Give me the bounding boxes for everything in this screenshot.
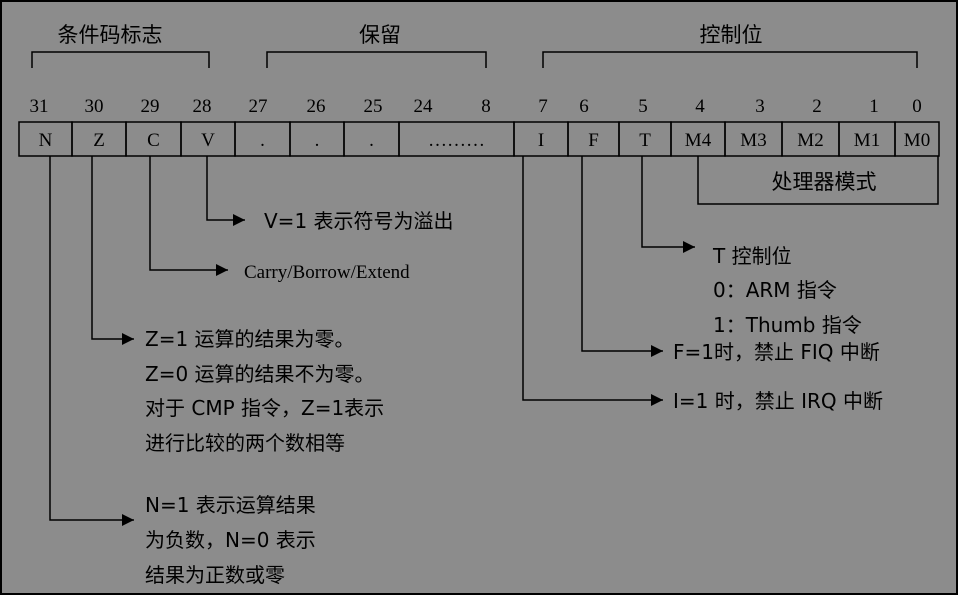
annotation-z-line: 进行比较的两个数相等 [145,431,345,455]
register-cell-label: I [538,130,544,151]
bit-number: 2 [812,96,822,117]
c-leader [149,156,228,276]
register-cell-label: ……… [428,130,485,151]
register-cell-label: T [639,130,651,151]
annotation-t: T 控制位 0：ARM 指令 1：Thumb 指令 [712,244,862,337]
annotation-t-line: 0：ARM 指令 [713,278,837,302]
bit-number: 1 [869,96,879,117]
annotation-c: Carry/Borrow/Extend [244,262,410,283]
bit-number: 28 [193,96,212,117]
f-leader [581,156,663,357]
register-cell-label: M1 [854,130,880,151]
i-leader [522,156,663,406]
bit-number: 26 [307,96,326,117]
t-leader [641,156,695,253]
register-cell-label: V [201,130,215,151]
bit-number: 0 [912,96,922,117]
bit-number: 4 [695,96,705,117]
annotation-z-line: Z=1 运算的结果为零。 [145,327,355,351]
register-cell-label: M0 [904,130,930,151]
annotation-i: I=1 时，禁止 IRQ 中断 [673,389,883,413]
bit-number: 31 [30,96,49,117]
group-label-control: 控制位 [700,23,763,47]
annotation-f: F=1时，禁止 FIQ 中断 [673,340,880,364]
register-cell-label: Z [93,130,105,151]
bit-number: 27 [249,96,268,117]
register-cell [894,121,940,157]
register-cell-label: M2 [797,130,823,151]
annotation-n-line: N=1 表示运算结果 [145,493,316,517]
bit-number: 25 [364,96,383,117]
group-label-flags: 条件码标志 [58,23,163,47]
group-label-reserved: 保留 [359,23,401,47]
register-cell-label: . [260,130,265,151]
mode-bracket [697,156,939,205]
register-cell-label: M3 [740,130,766,151]
bit-number: 29 [141,96,160,117]
register-cell-label: F [588,130,599,151]
bit-number: 8 [481,96,491,117]
reserved-bracket [266,51,487,68]
register-cell-label: C [147,130,160,151]
z-leader [91,156,134,345]
mode-label: 处理器模式 [772,170,877,194]
annotation-n-line: 结果为正数或零 [145,563,285,587]
bit-number: 24 [414,96,434,117]
annotation-n-line: 为负数，N=0 表示 [145,528,316,552]
annotation-z-line: 对于 CMP 指令，Z=1表示 [145,396,384,420]
annotation-n: N=1 表示运算结果 为负数，N=0 表示 结果为正数或零 [145,493,316,587]
bit-number: 3 [755,96,765,117]
register-cell-label: . [369,130,374,151]
annotation-t-line: T 控制位 [712,244,792,268]
annotation-z-line: Z=0 运算的结果不为零。 [145,362,375,386]
bit-number: 5 [638,96,648,117]
flags-bracket [31,51,210,68]
bit-number: 7 [538,96,548,117]
annotation-z: Z=1 运算的结果为零。 Z=0 运算的结果不为零。 对于 CMP 指令，Z=1… [145,327,384,455]
n-leader [49,156,134,526]
control-bracket [542,51,918,68]
v-leader [206,156,245,226]
register-cell-label: . [315,130,320,151]
register-cell-label: M4 [685,130,712,151]
annotation-t-line: 1：Thumb 指令 [713,313,862,337]
annotation-v: V=1 表示符号为溢出 [264,209,454,233]
bit-number: 6 [579,96,589,117]
register-cell-label: N [39,130,53,151]
bit-number: 30 [85,96,104,117]
